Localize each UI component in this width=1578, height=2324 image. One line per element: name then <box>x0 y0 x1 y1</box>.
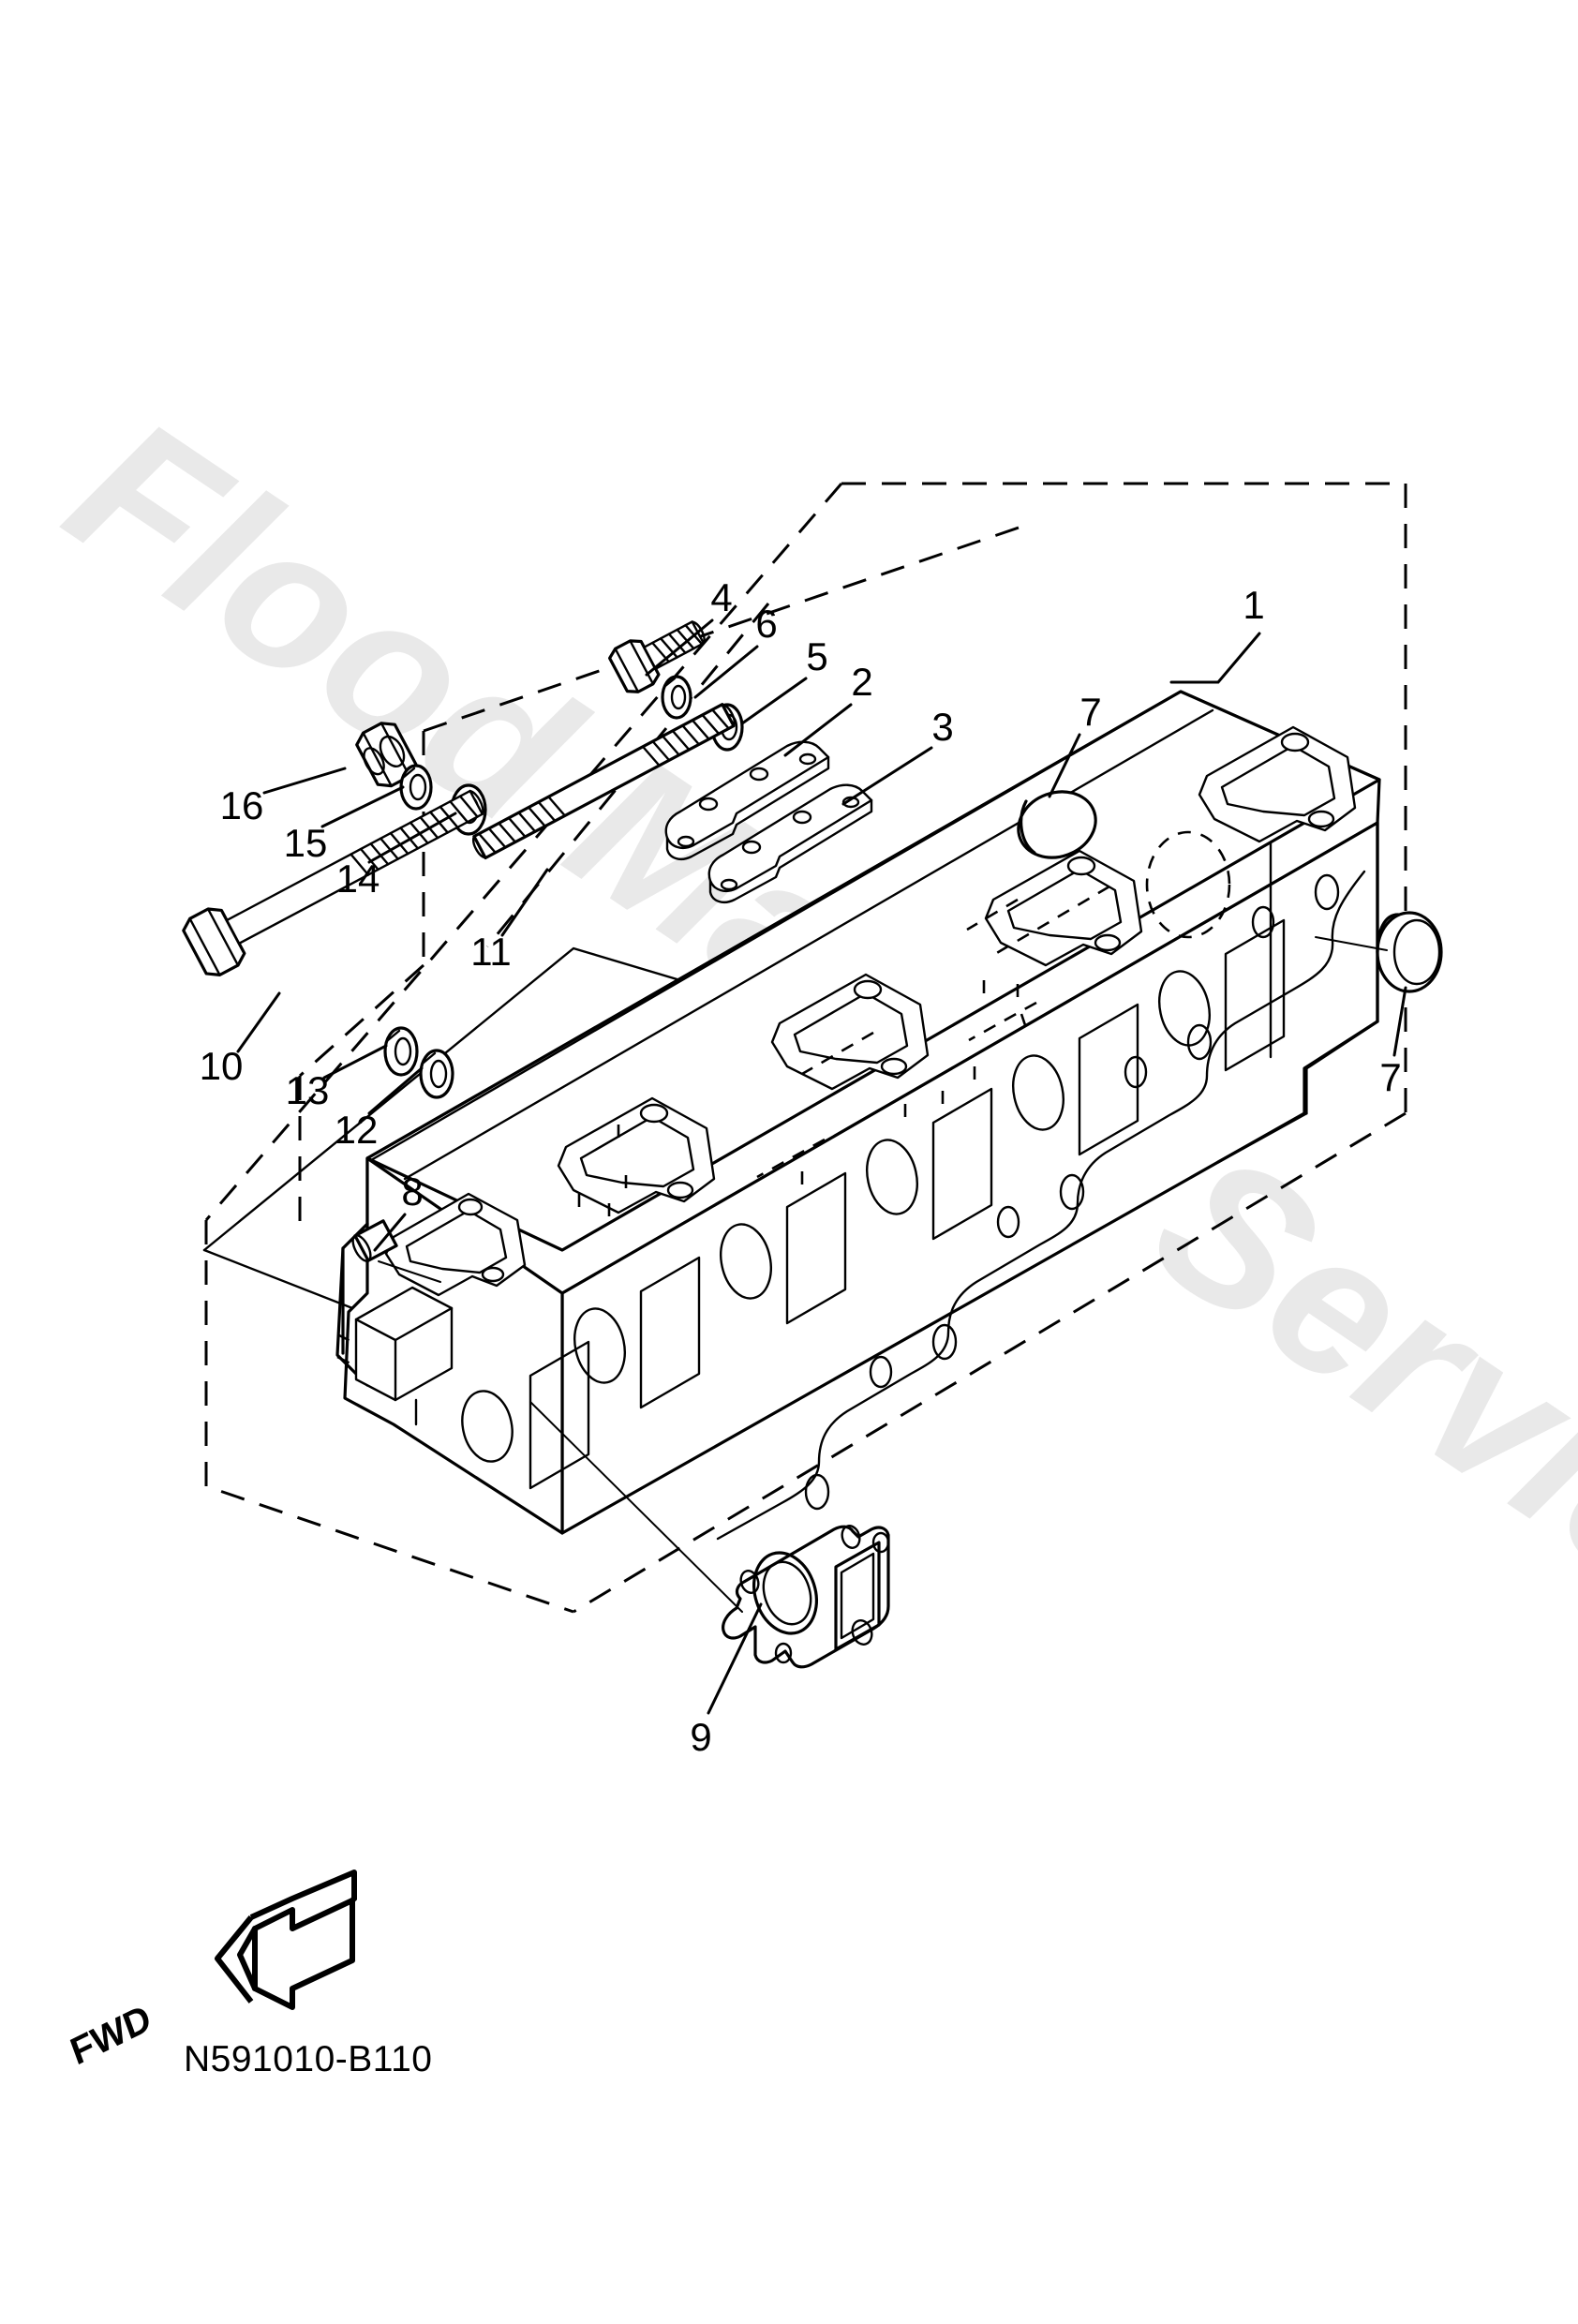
callout-4: 4 <box>710 575 732 619</box>
part-15-spring-washer <box>399 764 433 811</box>
part-7-seal-plug-upper <box>1017 790 1097 859</box>
manifold-front-ports <box>461 870 1366 1541</box>
part-7-seal-ring-right <box>1315 911 1443 993</box>
callout-1: 1 <box>1243 583 1264 627</box>
callout-15: 15 <box>284 821 328 865</box>
fwd-arrow-label: FWD <box>66 1997 156 2073</box>
part-2-gasket-strip <box>664 740 830 860</box>
part-16-hex-nut <box>355 722 418 788</box>
callout-leaders <box>236 618 1407 1715</box>
part-3-gasket-strip <box>707 783 873 903</box>
callout-2: 2 <box>851 660 872 704</box>
callout-11: 11 <box>470 930 512 974</box>
part-8-dowel-pin <box>351 1219 441 1283</box>
callout-labels: 1 2 3 4 5 6 7 7 8 9 10 11 12 13 14 15 16 <box>200 575 1402 1759</box>
part-10-long-hex-bolt <box>182 789 484 976</box>
part-13-lock-washer <box>383 1026 419 1077</box>
callout-14: 14 <box>336 857 380 901</box>
callout-6: 6 <box>755 602 777 646</box>
callout-13: 13 <box>286 1068 330 1112</box>
callout-8: 8 <box>401 1169 423 1214</box>
part-code-label: N591010-B110 <box>184 2039 433 2079</box>
part-6-lock-washer <box>661 675 692 720</box>
assembly-boundary-1 <box>204 482 1407 1614</box>
part-11-stud-bolt <box>472 703 736 860</box>
callout-3: 3 <box>931 705 953 749</box>
callout-7: 7 <box>1079 690 1101 734</box>
callout-10: 10 <box>200 1044 244 1088</box>
hidden-port-outlines <box>577 830 1231 1216</box>
part-4-hex-bolt <box>608 620 706 693</box>
part-12-plain-washer <box>419 1049 454 1099</box>
callout-12: 12 <box>335 1108 379 1152</box>
manifold-outlet-port <box>529 1401 743 1613</box>
callout-5: 5 <box>806 634 827 678</box>
callout-16: 16 <box>220 783 264 827</box>
part-9-exhaust-outlet-gasket <box>722 1525 890 1669</box>
callout-7b: 7 <box>1379 1055 1401 1099</box>
manifold-left-boss <box>336 1286 454 1426</box>
callout-9: 9 <box>690 1715 711 1759</box>
